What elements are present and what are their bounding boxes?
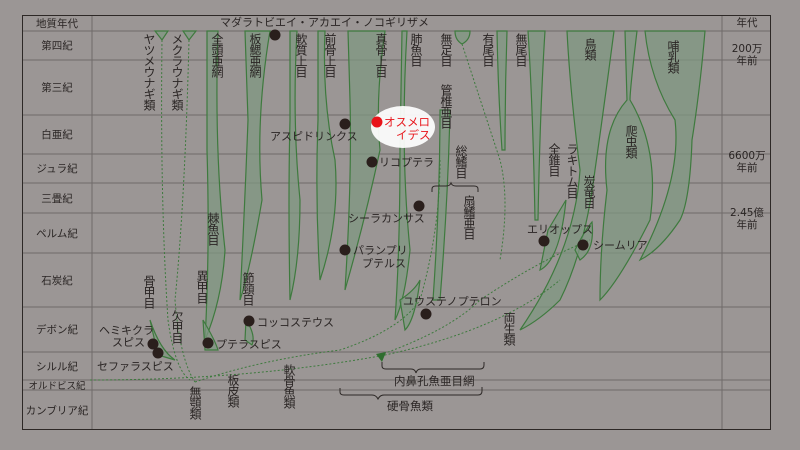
specimen-osmeroides-line2: イデス [396, 128, 431, 142]
taxon-agnatha: 無顎類 [188, 386, 202, 419]
specimen-seymouria: シームリア [593, 239, 648, 252]
taxon-teleostei: 真骨上目 [374, 33, 388, 77]
specimen-palaeoniscus-line2: プテルス [362, 257, 406, 270]
period-silurian: シルル紀 [36, 360, 78, 373]
specimen-coelacanth: シーラカンサス [348, 212, 425, 225]
taxon-chondrichthyes: 軟骨魚類 [282, 364, 296, 408]
taxon-heterostraci: 異甲目 [195, 270, 209, 303]
lineage-urodela [496, 30, 508, 151]
brace-crossopterygii [431, 181, 479, 192]
specimen-aspidorhynchus: アスピドリンクス [270, 130, 358, 143]
specimen-eryops: エリオップス [527, 223, 593, 236]
taxon-chondrostei: 軟質上目 [294, 33, 308, 77]
apoda-head [454, 30, 471, 45]
lineage-lepospondyli [432, 109, 451, 301]
specimen-rays: マダラトビエイ・アカエイ・ノコギリザメ [220, 16, 429, 29]
taxon-elasmobranchii: 板鰓亜網 [248, 33, 262, 77]
taxon-holostei: 前骨上目 [323, 33, 337, 77]
highlight-dot [371, 116, 383, 128]
age-66-million: 6600万 年前 [728, 150, 766, 174]
period-permian: ペルム紀 [36, 227, 78, 240]
lineages [149, 30, 706, 361]
taxon-anura: 無尾目 [514, 33, 528, 66]
taxon-holospondyli: 全錐目 [547, 143, 561, 176]
period-tertiary: 第三紀 [41, 82, 73, 94]
specimen-osmeroides-line1: オスメロ [384, 115, 430, 129]
lineage-eusthenopteron [399, 279, 421, 332]
fossil-dots [147, 29, 589, 359]
taxon-lepospondyli: 管椎亜目 [439, 84, 453, 128]
specimen-cephalaspis: セファラスピス [97, 360, 174, 373]
ancestor-arrow-icon [376, 352, 386, 362]
brace-osteichthyes [339, 387, 483, 401]
taxon-lamprey: ヤツメウナギ類 [142, 33, 156, 110]
specimen-hemicyclaspis-line1: ヘミキクラ [99, 324, 154, 337]
specimen-pteraspis: プテラスピス [216, 338, 282, 351]
header-age: 年代 [736, 17, 758, 29]
specimen-hemicyclaspis-line2: スピス [112, 336, 145, 349]
lineage-eryops [539, 199, 567, 272]
taxon-placodermi: 板皮類 [226, 374, 240, 407]
taxon-acanthodii: 棘魚目 [206, 212, 220, 245]
taxon-mammals: 哺乳類 [666, 40, 680, 73]
lineage-mammals [638, 30, 706, 262]
taxon-holocephali: 全頭亜網 [210, 33, 224, 77]
period-gridlines [22, 15, 771, 430]
taxon-crossopterygii: 総鰭目 [454, 145, 468, 178]
lineage-chondrostei [288, 30, 301, 301]
diagram-frame [22, 15, 771, 430]
period-ordovician: オルドビス紀 [28, 381, 86, 392]
lineage-holocephali [204, 30, 226, 341]
taxon-osteostraci: 骨甲目 [142, 275, 156, 308]
period-triassic: 三畳紀 [41, 192, 73, 205]
taxon-arthrodira: 節頸目 [241, 272, 255, 305]
dashed-links [89, 39, 591, 383]
specimen-coccosteus: コッコステウス [257, 316, 334, 329]
group-sarcopterygii: 内鼻孔魚亜目網 [394, 374, 475, 388]
brace-sarcopterygii [381, 362, 485, 374]
specimen-lycoptera: リコプテラ [379, 156, 434, 169]
specimen-eusthenopteron: ユウステノプテロン [403, 295, 502, 308]
lineage-reptiles [599, 30, 654, 302]
taxon-anthracosauria: 炭竜目 [582, 175, 596, 208]
age-2-million: 200万 年前 [731, 43, 763, 67]
taxon-apoda: 無足目 [439, 33, 453, 66]
taxon-anaspida: 欠甲目 [170, 310, 184, 343]
period-carboniferous: 石炭紀 [41, 274, 73, 287]
period-jurassic: ジュラ紀 [36, 163, 78, 175]
period-cambrian: カンブリア紀 [25, 404, 89, 417]
specimen-palaeoniscus-line1: パランプリ [353, 244, 408, 257]
lineage-teleostei [344, 30, 386, 291]
taxon-rhipidistia: 扇鰭亜目 [462, 195, 476, 239]
age-245-million: 2.45億 年前 [730, 207, 764, 231]
taxon-urodela: 有尾目 [481, 33, 495, 66]
header-geologic-era: 地質年代 [36, 17, 78, 30]
taxon-reptiles: 爬虫類 [624, 125, 638, 158]
taxon-rhachitomi: ラキトム目 [565, 143, 579, 198]
lamprey-head [153, 30, 170, 42]
highlight-ellipse [371, 106, 435, 148]
lineage-elasmobranchii [239, 30, 271, 301]
taxon-lungfish: 肺魚目 [409, 33, 423, 66]
hagfish-head [181, 30, 198, 42]
period-quaternary: 第四紀 [41, 40, 73, 52]
period-devonian: デボン紀 [36, 324, 78, 336]
taxon-amphibians: 両生類 [502, 312, 516, 345]
group-braces [339, 181, 485, 401]
taxon-birds: 鳥類 [583, 38, 597, 60]
period-cretaceous: 白亜紀 [41, 129, 73, 141]
lineage-birds [519, 30, 615, 331]
cyclostome-heads [153, 30, 471, 45]
lineage-anura [527, 30, 546, 221]
lineage-holostei [316, 30, 337, 281]
group-osteichthyes: 硬骨魚類 [387, 399, 433, 413]
taxon-hagfish: メクラウナギ類 [170, 33, 184, 110]
